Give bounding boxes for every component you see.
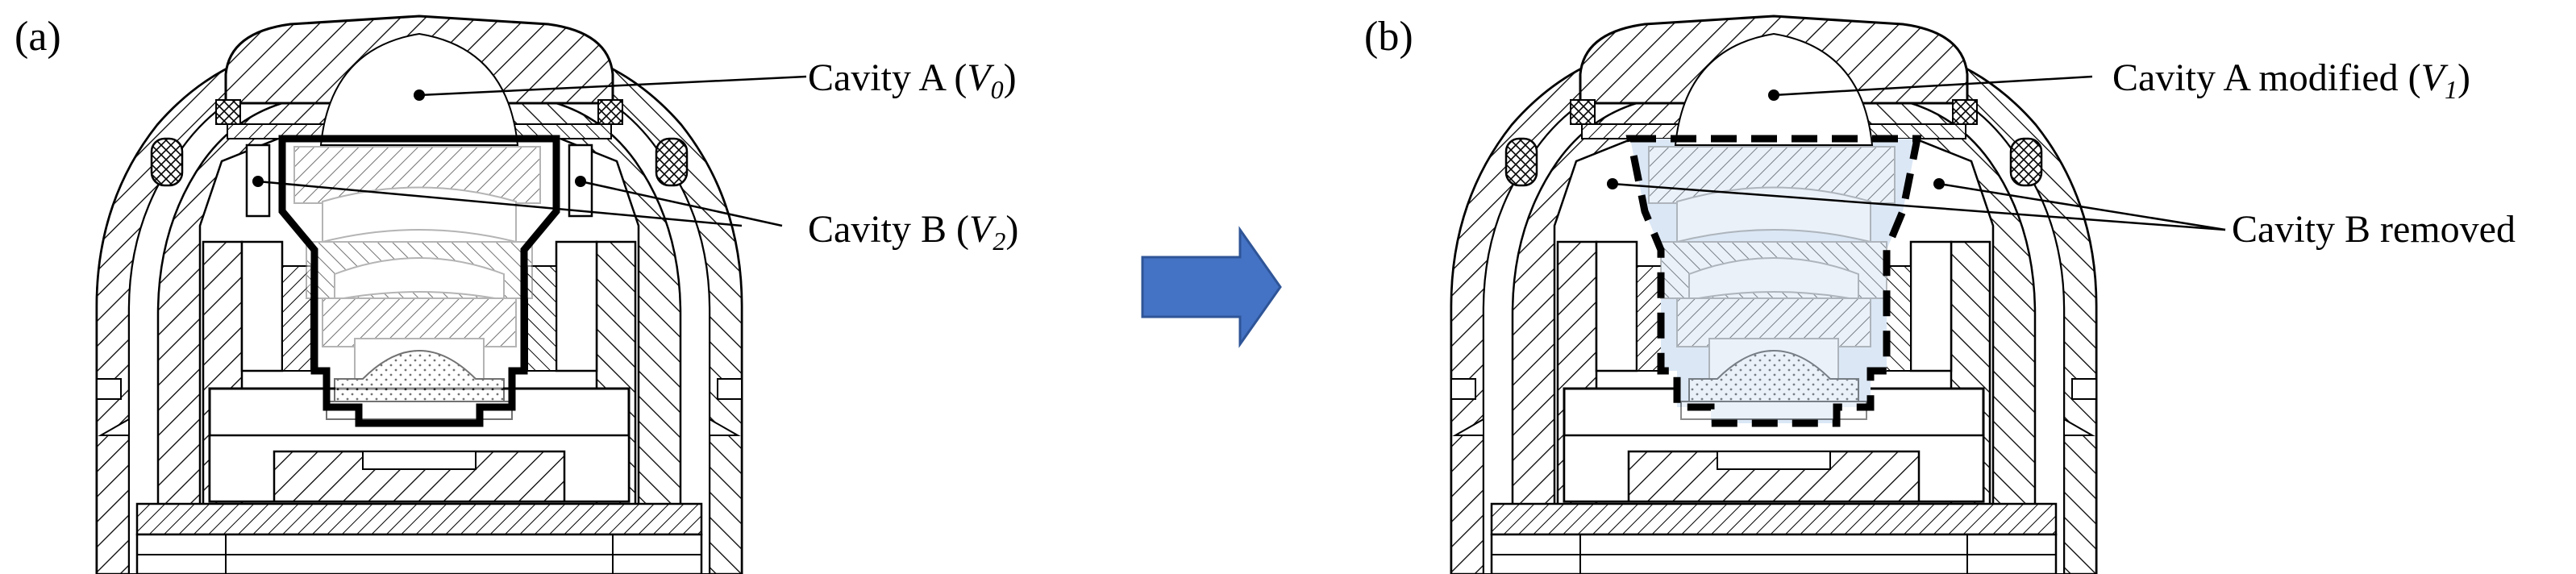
cavity-b-label: Cavity B (V2)	[808, 208, 1018, 256]
cavity-a-modified-outline	[1625, 135, 1922, 427]
cavity-a-outline	[278, 135, 560, 427]
camera-cross-section-b	[1450, 15, 2226, 574]
cavity-b-pocket-left	[245, 144, 271, 218]
panel-a: (a) Cavity A (V0) Cavity B (V2)	[15, 14, 1018, 574]
cavity-b-removed-label: Cavity B removed	[2232, 208, 2516, 251]
transition-arrow	[1141, 226, 1282, 348]
cavity-a-modified-label: Cavity A modified (V1)	[2112, 56, 2470, 104]
panel-b-label: (b)	[1364, 14, 1413, 60]
panel-b: (b) Cavity A modified (V1) Cavity B remo…	[1364, 14, 2516, 574]
cavity-a-label: Cavity A (V0)	[808, 56, 1017, 104]
camera-cross-section-a	[95, 15, 807, 574]
panel-a-label: (a)	[15, 14, 61, 60]
